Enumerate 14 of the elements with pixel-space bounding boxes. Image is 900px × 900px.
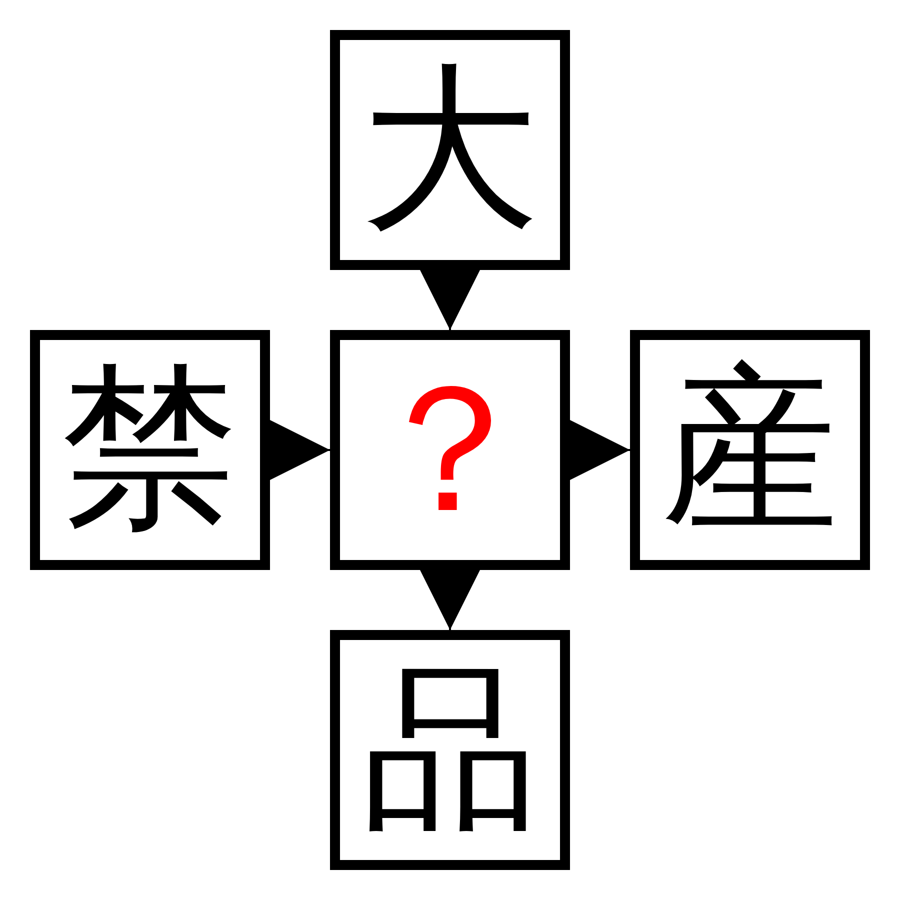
character-box [30, 330, 270, 570]
character-box [330, 30, 570, 270]
kanji-character: 品 [361, 661, 539, 839]
arrow [420, 570, 480, 630]
kanji-character: ？ [361, 361, 539, 539]
arrow [570, 420, 630, 480]
arrow [270, 420, 330, 480]
character-box [330, 330, 570, 570]
kanji-character: 禁 [61, 361, 239, 539]
character-box [330, 630, 570, 870]
kanji-character: 大 [361, 61, 539, 239]
kanji-character: 産 [661, 361, 839, 539]
character-box [630, 330, 870, 570]
arrow [420, 270, 480, 330]
